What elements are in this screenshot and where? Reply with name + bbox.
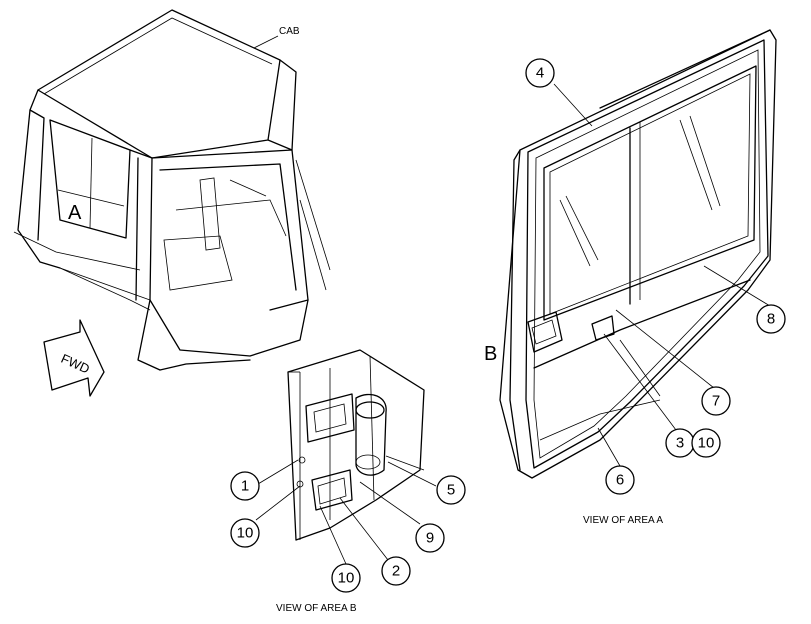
callout-5: 5 <box>436 475 466 505</box>
callout-7-text: 7 <box>712 393 720 410</box>
callout-2: 2 <box>381 556 411 586</box>
callout-6-text: 6 <box>616 472 624 489</box>
callout-10-hinge-lower-text: 10 <box>338 570 355 587</box>
area-a-label: A <box>68 202 82 224</box>
callout-8: 8 <box>756 304 786 334</box>
leader-lines <box>255 83 771 565</box>
cab-label: CAB <box>279 26 300 37</box>
callout-2-circle <box>381 556 411 586</box>
callout-8-text: 8 <box>767 311 775 328</box>
callout-5-circle <box>436 475 466 505</box>
callout-1-text: 1 <box>241 478 249 495</box>
callout-9-text: 9 <box>426 530 434 547</box>
callout-10-hinge-upper-text: 10 <box>237 525 254 542</box>
callout-10-door-text: 10 <box>698 435 715 452</box>
callout-7-circle <box>701 386 731 416</box>
callout-9: 9 <box>415 523 445 553</box>
callout-4-circle <box>525 58 555 88</box>
callout-7: 7 <box>701 386 731 416</box>
callout-5-text: 5 <box>447 482 455 499</box>
fwd-label: FWD <box>59 351 92 377</box>
hinge-detail-drawing <box>287 349 425 541</box>
callout-9-circle <box>415 523 445 553</box>
callout-3: 3 <box>665 428 695 458</box>
callout-4-text: 4 <box>536 65 544 82</box>
view-area-a-caption: VIEW OF AREA A <box>583 515 663 526</box>
callout-4: 4 <box>525 58 555 88</box>
callout-6: 6 <box>605 465 635 495</box>
area-b-label: B <box>484 343 497 365</box>
cab-drawing <box>13 9 331 371</box>
callout-10-hinge-upper: 10 <box>230 518 260 548</box>
fwd-arrow: FWD <box>43 319 105 397</box>
callout-10-hinge-upper-circle <box>230 518 260 548</box>
callout-10-hinge-lower-circle <box>331 563 361 593</box>
callout-3-text: 3 <box>676 435 684 452</box>
callout-8-circle <box>756 304 786 334</box>
callout-6-circle <box>605 465 635 495</box>
callout-1: 1 <box>230 471 260 501</box>
callout-10-door: 10 <box>691 428 721 458</box>
door-drawing <box>499 29 777 479</box>
callout-10-hinge-lower: 10 <box>331 563 361 593</box>
view-area-b-caption: VIEW OF AREA B <box>276 603 357 614</box>
callout-2-text: 2 <box>392 563 400 580</box>
callout-1-circle <box>230 471 260 501</box>
callout-10-door-circle <box>691 428 721 458</box>
